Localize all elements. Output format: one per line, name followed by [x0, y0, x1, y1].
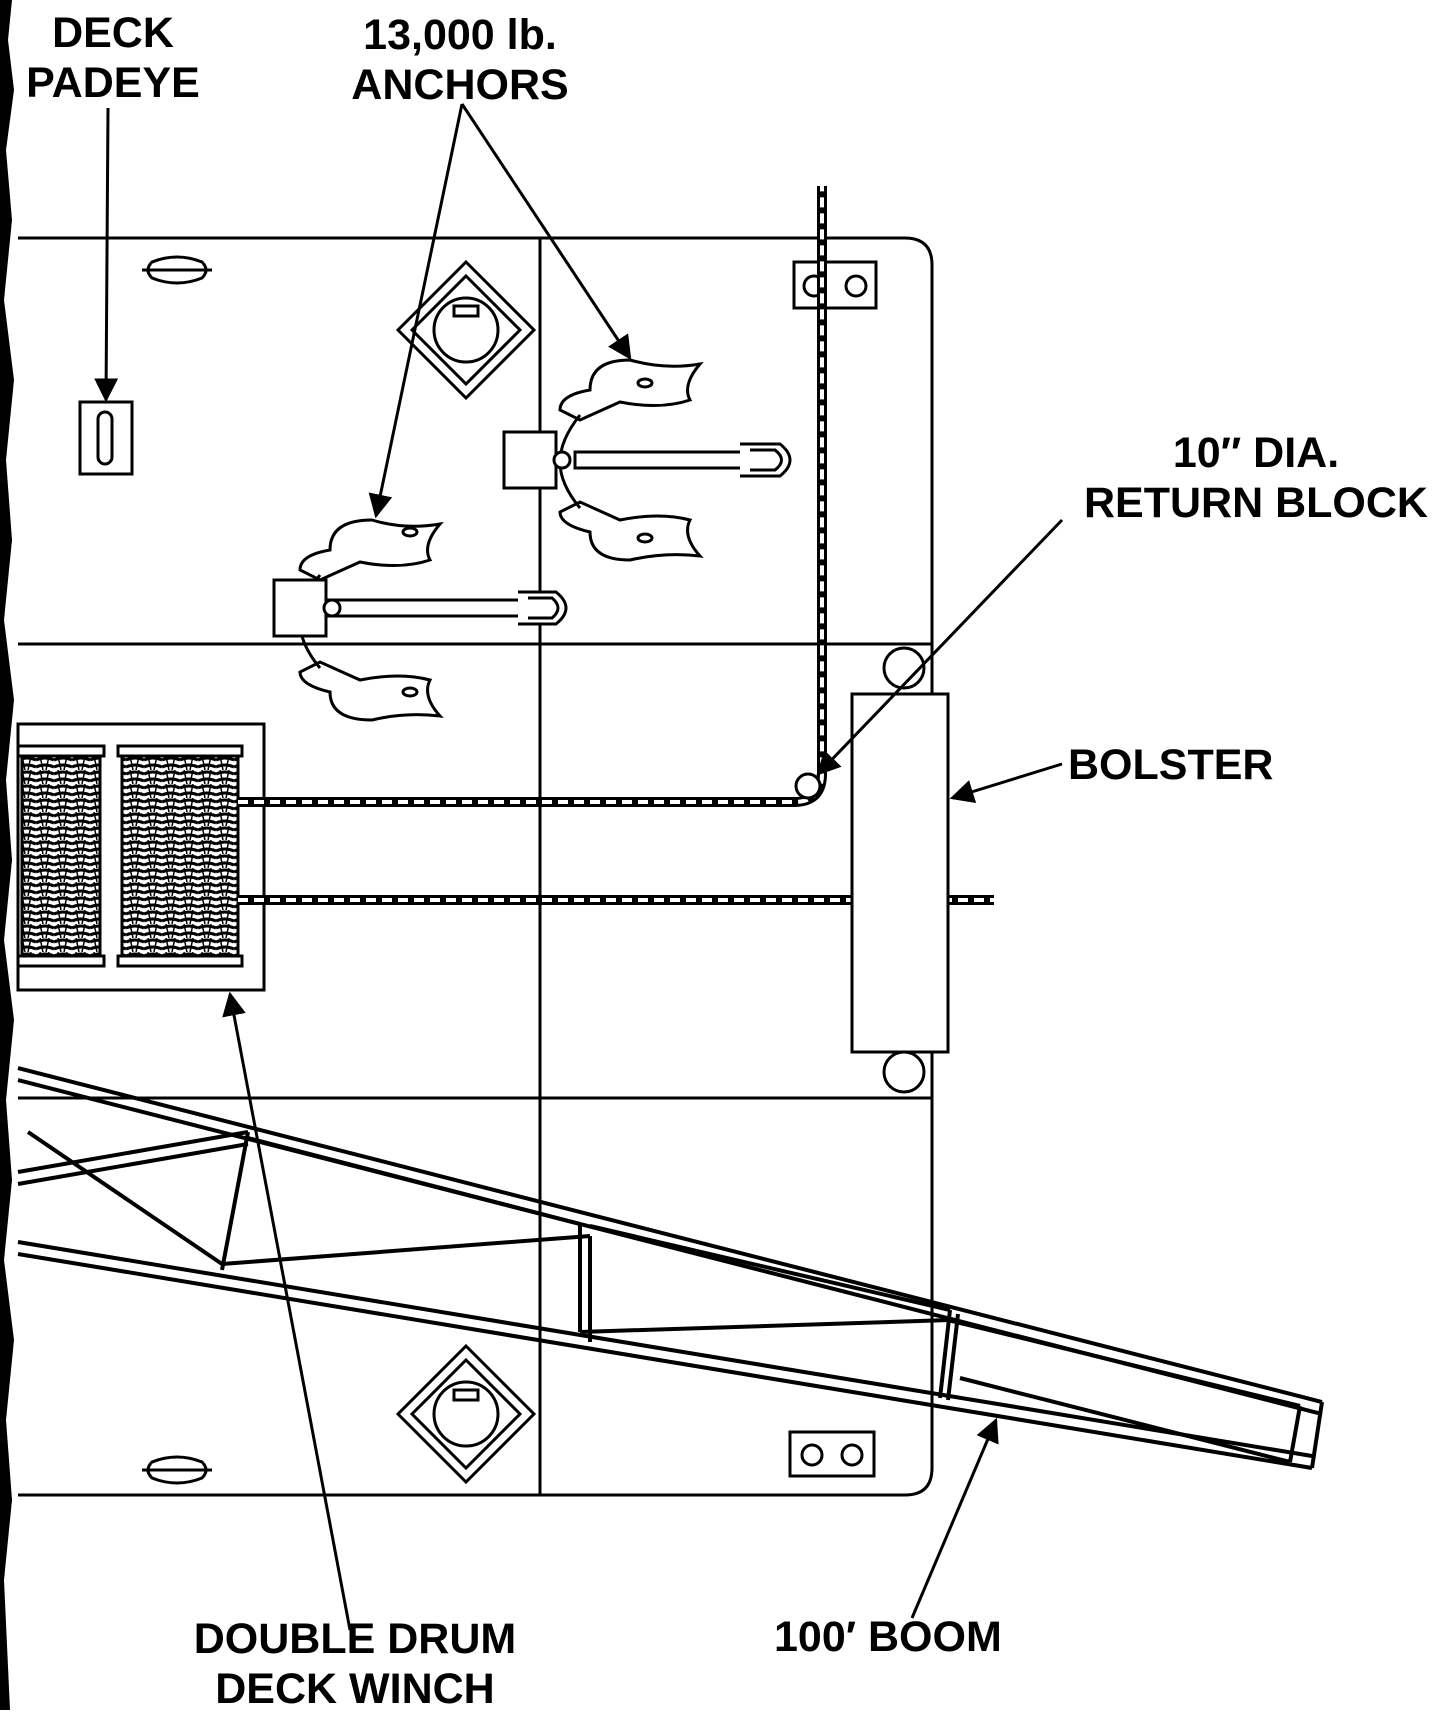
- label-deck-padeye-line1: DECK: [52, 9, 174, 57]
- deck-cleat-top: [142, 255, 212, 285]
- label-anchors-line2: ANCHORS: [351, 61, 569, 109]
- deck-padeye: [78, 400, 134, 476]
- anchor-upper: [502, 358, 792, 562]
- return-block: [794, 772, 822, 800]
- label-return-block-line1: 10″ DIA.: [1172, 429, 1340, 477]
- label-bolster: BOLSTER: [1068, 740, 1273, 790]
- wire-rope-upper-strand: [238, 186, 824, 804]
- label-return-block: 10″ DIA. RETURN BLOCK: [1066, 428, 1446, 528]
- deck-cleat-bottom: [142, 1455, 212, 1485]
- label-deck-padeye-line2: PADEYE: [26, 59, 200, 107]
- double-drum-winch: [16, 722, 266, 992]
- bolster: [850, 646, 950, 1094]
- boom-lattice: [17, 1066, 1324, 1470]
- double-padeye-bottom: [788, 1430, 876, 1478]
- torn-edge: [0, 0, 14, 1710]
- label-anchors-line1: 13,000 lb.: [363, 11, 557, 59]
- label-winch-line2: DECK WINCH: [215, 1665, 495, 1713]
- label-return-block-line2: RETURN BLOCK: [1084, 479, 1428, 527]
- label-boom-text: 100′ BOOM: [774, 1613, 1002, 1661]
- wire-rope-upper: [238, 186, 827, 807]
- label-deck-padeye: DECK PADEYE: [18, 8, 208, 108]
- label-winch-line1: DOUBLE DRUM: [193, 1615, 517, 1663]
- label-boom: 100′ BOOM: [774, 1612, 1002, 1662]
- label-anchors: 13,000 lb. ANCHORS: [330, 10, 590, 110]
- anchor-lower: [272, 518, 568, 722]
- diamond-fitting-bottom: [395, 1343, 537, 1485]
- label-winch: DOUBLE DRUM DECK WINCH: [160, 1614, 550, 1714]
- leader-lines: [94, 103, 1064, 1631]
- diamond-fitting-top: [395, 259, 537, 401]
- double-padeye-top: [792, 260, 878, 310]
- label-bolster-text: BOLSTER: [1068, 741, 1274, 789]
